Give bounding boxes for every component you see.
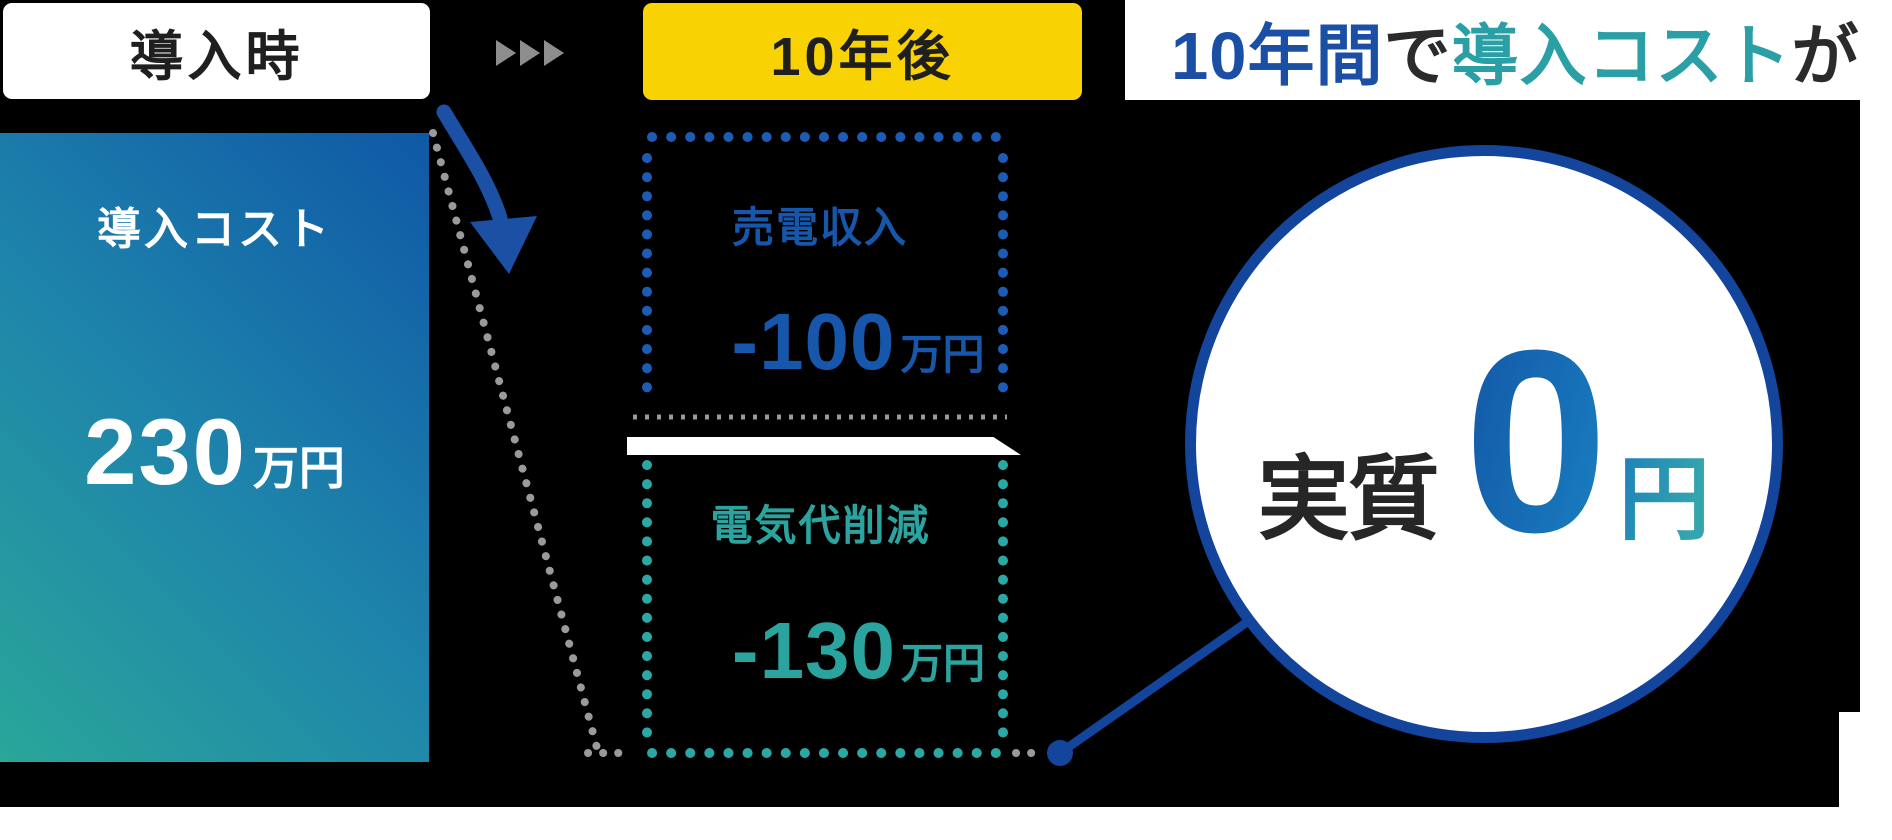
result-text: 実質 0 円 [1196,312,1772,572]
intro-period-label: 導入時 [129,26,304,87]
electricity-saving-unit: 万円 [901,640,986,687]
page-background-right-edge [1860,0,1892,840]
intro-cost-unit: 万円 [252,442,345,494]
result-unit: 円 [1618,449,1711,551]
result-prefix: 実質 [1257,449,1440,551]
triple-chevron-right-icon [496,40,564,66]
cost-drop-dotted-diagonal [429,129,601,752]
intro-cost-label: 導入コスト [97,205,332,254]
result-value: 0 [1463,297,1609,587]
electricity-saving-value: -130 [731,606,897,695]
after-period-box: 10年後 [643,3,1082,100]
electricity-saving-label: 電気代削減 [710,502,931,549]
dot-line-callout-icon [1057,616,1253,757]
headline-background-band [1125,0,1892,100]
headline: 10年間で導入コストが [1125,0,1892,100]
result-amount: 0 円 [1464,312,1711,572]
sell-income-label: 売電収入 [731,204,908,251]
intro-cost-value-row: 230 万円 [0,405,429,499]
curved-down-arrow-icon [436,104,508,226]
after-period-label: 10年後 [770,27,955,87]
electricity-saving-value-row: -130 万円 [671,611,1046,691]
sell-income-box: 売電収入 -100 万円 [633,132,1007,418]
cut-separator-bar [627,437,1021,455]
sell-income-value-row: -100 万円 [671,302,1045,382]
headline-particle: で [1383,18,1452,94]
intro-cost-value: 230 [84,399,247,504]
callout-dot [1047,740,1073,766]
electricity-saving-box: 電気代削減 -130 万円 [633,455,1008,758]
headline-subject: 導入コスト [1451,18,1792,94]
page-background-bottom [0,807,1892,840]
intro-cost-box: 導入コスト 230 万円 [0,133,429,762]
chevron-right-icon [544,40,564,66]
curved-down-arrow-head [470,216,537,274]
chevron-right-icon [520,40,540,66]
result-circle: 実質 0 円 [1185,145,1783,743]
headline-particle: が [1791,18,1860,94]
sell-income-unit: 万円 [900,331,985,378]
chevron-right-icon [496,40,516,66]
intro-period-box: 導入時 [3,3,430,99]
headline-years: 10年間 [1171,18,1384,94]
sell-income-value: -100 [731,297,896,386]
